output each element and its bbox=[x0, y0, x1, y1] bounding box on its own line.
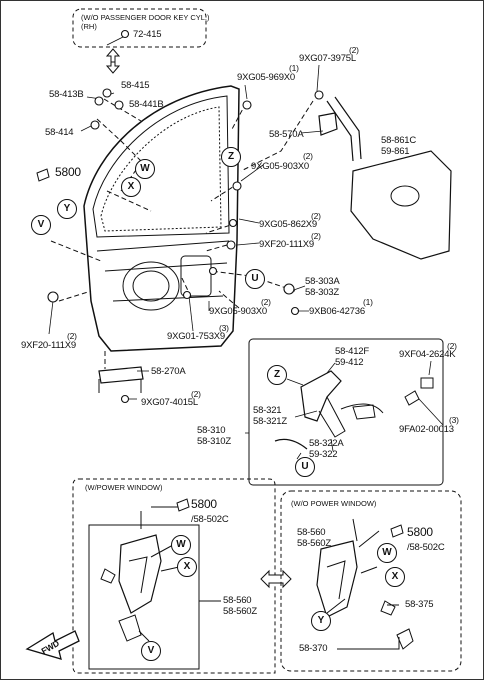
top-box-title: (W/O PASSENGER DOOR KEY CYL.) bbox=[81, 13, 210, 22]
manual-regulator bbox=[316, 540, 358, 618]
wo-part-58-375: 58-375 bbox=[405, 599, 434, 610]
manual-window-box bbox=[280, 490, 462, 672]
top-box-subtitle: (RH) bbox=[81, 22, 97, 31]
wo-part-5800: 5800 bbox=[407, 525, 433, 539]
part-58-322a: 58-322A bbox=[309, 438, 344, 449]
part-58-412f: 58-412F bbox=[335, 346, 369, 357]
qty-1b: (1) bbox=[363, 297, 373, 307]
part-58-321: 58-321 bbox=[253, 405, 282, 416]
callout-v-pw: V bbox=[141, 641, 161, 661]
part-58-413b: 58-413B bbox=[49, 89, 84, 100]
callout-u-latch: U bbox=[295, 457, 315, 477]
striker-part bbox=[318, 112, 338, 136]
callout-w-pw: W bbox=[171, 535, 191, 555]
power-window-title: (W/POWER WINDOW) bbox=[85, 483, 163, 492]
part-58-415: 58-415 bbox=[121, 80, 150, 91]
qty-2g: (2) bbox=[447, 341, 457, 351]
part-59-322: 59-322 bbox=[309, 449, 338, 460]
part-9xf04-2624k: 9XF04-2624K bbox=[399, 349, 456, 360]
wo-part-58-560z: 58-560Z bbox=[297, 538, 331, 549]
fwd-arrow-icon bbox=[25, 630, 80, 660]
part-9fa02-00013: 9FA02-00013 bbox=[399, 424, 454, 435]
top-option-box bbox=[72, 8, 207, 48]
part-58-310: 58-310 bbox=[197, 425, 226, 436]
qty-1a: (1) bbox=[289, 63, 299, 73]
pw-part-5800: 5800 bbox=[191, 497, 217, 511]
callout-w-main: W bbox=[135, 159, 155, 179]
door-check bbox=[98, 366, 144, 384]
latch-detail-box bbox=[248, 338, 444, 486]
clip-icon bbox=[36, 168, 50, 182]
double-arrow-icon bbox=[105, 48, 121, 74]
part-9xg05-862x9: 9XG05-862X9 bbox=[259, 219, 318, 230]
part-5800: 5800 bbox=[55, 165, 81, 179]
part-9xg05-969x0: 9XG05-969X0 bbox=[237, 72, 296, 83]
qty-2e: (2) bbox=[261, 297, 271, 307]
qty-2d: (2) bbox=[311, 231, 321, 241]
waterproof-sheet bbox=[350, 150, 452, 260]
part-9xf20-111x9-b: 9XF20-111X9 bbox=[21, 340, 77, 351]
part-58-270a: 58-270A bbox=[151, 366, 186, 377]
part-9xg07-3975l: 9XG07-3975L bbox=[299, 53, 356, 64]
qty-2h: (2) bbox=[191, 389, 201, 399]
callout-v-main: V bbox=[31, 215, 51, 235]
swap-arrow-icon bbox=[260, 569, 292, 589]
pw-part-58-560z: 58-560Z bbox=[223, 606, 257, 617]
qty-3b: (3) bbox=[449, 415, 459, 425]
part-72-415: 72-415 bbox=[133, 29, 162, 40]
pw-regulator bbox=[118, 534, 162, 614]
door-frame bbox=[83, 85, 240, 352]
wo-part-58-502c: /58-502C bbox=[407, 542, 445, 553]
callout-y-main: Y bbox=[57, 199, 77, 219]
part-9xg05-903x0-a: 9XG05-903X0 bbox=[251, 161, 310, 172]
power-window-inner bbox=[88, 524, 200, 670]
qty-2a: (2) bbox=[349, 45, 359, 55]
callout-x-pw: X bbox=[177, 557, 197, 577]
part-9xg05-903x0-b: 9XG05-903X0 bbox=[209, 306, 268, 317]
callout-z-latch: Z bbox=[267, 365, 287, 385]
wo-part-58-370: 58-370 bbox=[299, 643, 328, 654]
part-58-310z: 58-310Z bbox=[197, 436, 231, 447]
callout-z-main: Z bbox=[221, 147, 241, 167]
part-9xg01-753x9: 9XG01-753X9 bbox=[167, 331, 226, 342]
part-9xf20-111x9-a: 9XF20-111X9 bbox=[259, 239, 315, 250]
qty-2c: (2) bbox=[311, 211, 321, 221]
pw-part-58-502c: /58-502C bbox=[191, 514, 229, 525]
callout-w-wo: W bbox=[377, 543, 397, 563]
wo-part-58-560: 58-560 bbox=[297, 527, 326, 538]
callout-y-wo: Y bbox=[311, 611, 331, 631]
part-58-414: 58-414 bbox=[45, 127, 74, 138]
part-58-303a: 58-303A bbox=[305, 276, 340, 287]
callout-x-main: X bbox=[121, 177, 141, 197]
part-58-441b: 58-441B bbox=[129, 99, 164, 110]
qty-2f: (2) bbox=[67, 331, 77, 341]
callout-x-wo: X bbox=[385, 567, 405, 587]
part-58-861c: 58-861C bbox=[381, 135, 417, 146]
part-58-321z: 58-321Z bbox=[253, 416, 287, 427]
part-58-303z: 58-303Z bbox=[305, 287, 339, 298]
qty-2b: (2) bbox=[303, 151, 313, 161]
part-9xb06-42736: 9XB06-42736 bbox=[309, 306, 365, 317]
power-window-box bbox=[72, 478, 276, 674]
callout-u-main: U bbox=[245, 269, 265, 289]
part-59-412: 59-412 bbox=[335, 357, 364, 368]
part-59-861: 59-861 bbox=[381, 146, 410, 157]
pw-part-58-560: 58-560 bbox=[223, 595, 252, 606]
part-9xg07-4015l: 9XG07-4015L bbox=[141, 397, 198, 408]
part-58-570a: 58-570A bbox=[269, 129, 304, 140]
qty-3a: (3) bbox=[219, 323, 229, 333]
manual-window-title: (W/O POWER WINDOW) bbox=[291, 499, 377, 508]
